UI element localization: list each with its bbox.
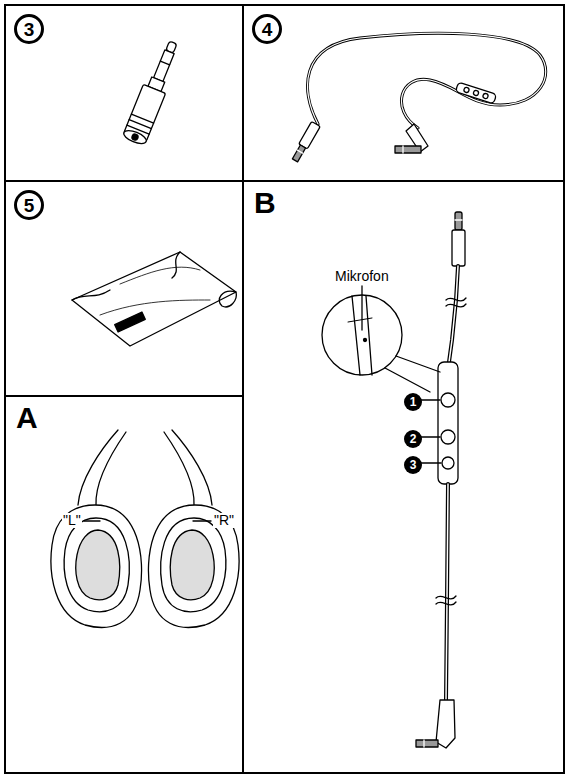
cable (291, 33, 546, 163)
side-label: "R" (213, 513, 235, 528)
figure-panel: A (4, 395, 244, 774)
remote-cable (322, 212, 466, 748)
side-label: "L" (62, 513, 82, 528)
panel-number: 4 (252, 14, 282, 44)
callout-number: 1 (404, 393, 422, 411)
figure-panel: B 1 2 3 (242, 180, 565, 774)
figure-panel: 3 (4, 4, 244, 182)
panel-number: 5 (14, 190, 44, 220)
figure-panel: 4 (242, 4, 565, 182)
figure-panel: 5 (4, 180, 244, 397)
panel-number: 3 (14, 14, 44, 44)
plug-adapter (122, 38, 184, 146)
callout-text: 1 (410, 396, 417, 408)
callout-number: 3 (404, 456, 422, 474)
panel-number: B (254, 188, 276, 218)
callout-text: 2 (410, 433, 417, 445)
part-label: Mikrofon (334, 269, 390, 284)
ear-cups (51, 430, 239, 627)
panel-number: A (16, 403, 38, 433)
pouch (72, 252, 236, 346)
callout-number: 2 (404, 430, 422, 448)
callout-text: 3 (410, 459, 417, 471)
